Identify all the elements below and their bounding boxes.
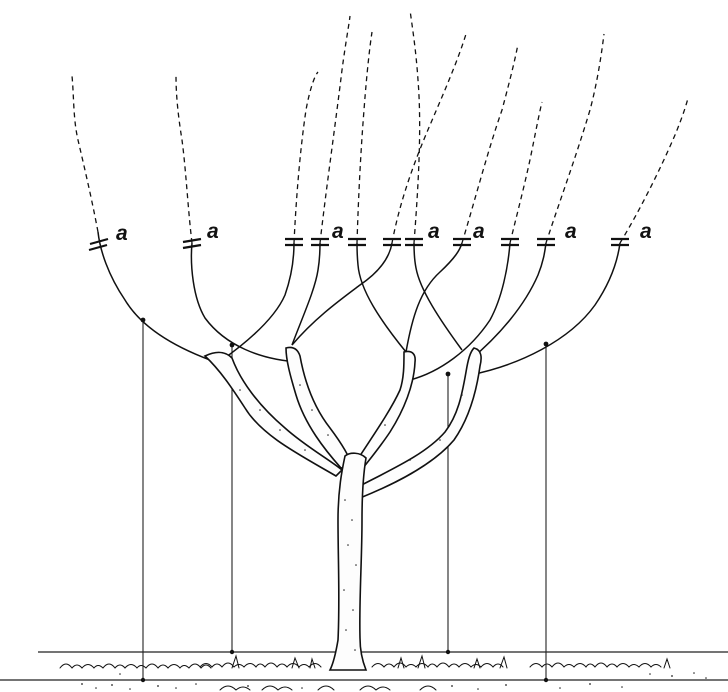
removed-tip-10 [546, 34, 604, 243]
cut-mark: a [405, 220, 440, 245]
cut-label: a [116, 222, 128, 245]
removed-tip-11 [620, 98, 688, 243]
removed-tip-1 [72, 76, 98, 232]
shoot-9 [410, 243, 510, 380]
ground [0, 652, 728, 690]
shoot-1 [98, 232, 210, 360]
removed-tip-2 [176, 76, 192, 243]
cut-mark: a [183, 220, 219, 248]
cut-mark: a [89, 222, 128, 250]
cut-mark: a [453, 220, 485, 245]
shoots [98, 232, 620, 380]
stake-foot [230, 650, 234, 654]
trunk [330, 453, 366, 670]
stake-foot [544, 678, 548, 682]
removed-tip-4 [320, 16, 350, 243]
removed-tip-3 [294, 72, 318, 243]
removed-tip-7 [410, 10, 420, 243]
cut-label: a [565, 220, 577, 243]
removed-tip-6 [392, 34, 466, 243]
cut-mark: a [537, 220, 577, 245]
removed-tip-5 [357, 32, 372, 243]
stake-foot [141, 678, 145, 682]
cut-label: a [207, 220, 219, 243]
cut-marks: a a a a a a [89, 220, 652, 250]
ground-grass-blades [220, 656, 670, 690]
stake-tie [446, 372, 451, 377]
removed-tip-9 [510, 102, 542, 243]
cut-label: a [428, 220, 440, 243]
shoot-5 [292, 243, 392, 345]
shoot-6 [357, 243, 406, 352]
cut-label: a [640, 220, 652, 243]
shoot-2 [191, 243, 300, 362]
removed-tip-8 [462, 44, 518, 243]
ground-stipple [81, 672, 707, 690]
right-limb [352, 348, 481, 498]
stake-foot [446, 650, 450, 654]
center-right-limb [352, 351, 415, 472]
cut-label: a [473, 220, 485, 243]
cut-label: a [332, 220, 344, 243]
removed-growth [72, 10, 688, 243]
trunk-and-limbs [205, 347, 481, 670]
shoot-11 [470, 243, 620, 375]
cut-mark: a [311, 220, 344, 245]
